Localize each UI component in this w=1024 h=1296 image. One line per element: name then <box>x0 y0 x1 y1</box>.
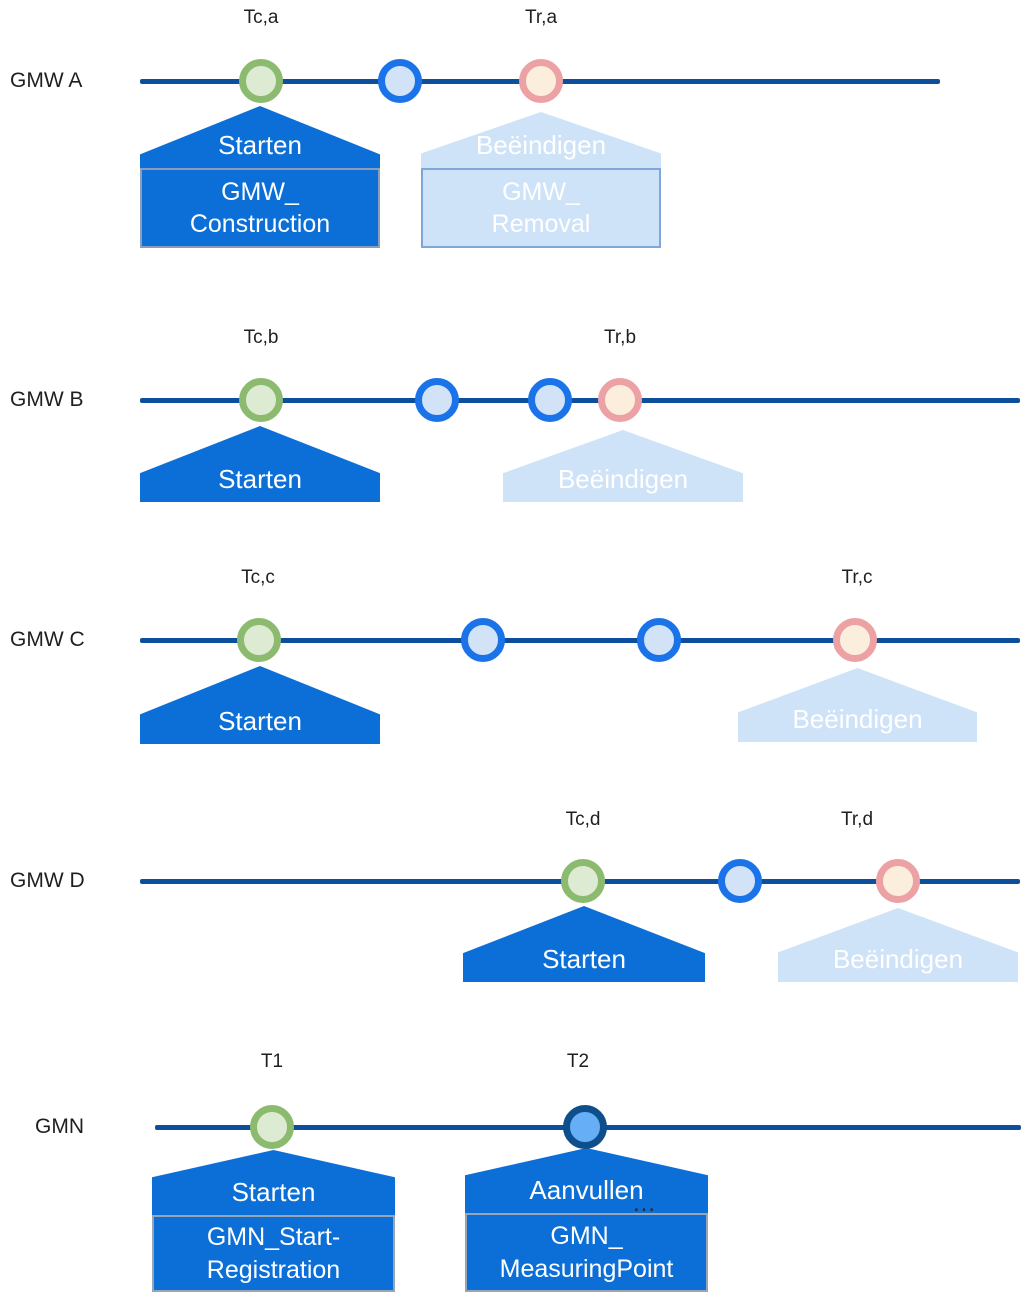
row-label: GMW B <box>10 388 84 411</box>
row-label: GMW D <box>10 869 85 892</box>
callout-label: Aanvullen <box>529 1175 644 1205</box>
callout-label: Starten <box>231 1177 316 1207</box>
construction-event-circle <box>239 378 283 422</box>
event-event-circle <box>528 378 572 422</box>
document-box-line: Registration <box>206 1255 341 1284</box>
document-box-line: Construction <box>189 210 331 238</box>
row-label: GMW A <box>10 69 83 92</box>
callout-label: Beëindigen <box>832 944 964 974</box>
construction-event-circle <box>237 618 281 662</box>
event-event-circle <box>415 378 459 422</box>
document-box: GMW_ Removal <box>421 168 661 248</box>
action-callout: Beëindigen <box>421 112 661 168</box>
row-label: GMN <box>35 1115 84 1138</box>
callout-label: Starten <box>218 130 302 160</box>
action-callout: Starten <box>140 426 380 502</box>
document-box-line: GMW_ <box>502 177 580 206</box>
action-callout: Beëindigen <box>503 430 743 502</box>
action-callout: Starten <box>463 906 705 982</box>
timeline-line <box>140 638 1020 643</box>
time-label: Tc,d <box>565 809 601 830</box>
removal-event-circle <box>833 618 877 662</box>
action-callout: Aanvullen <box>465 1148 708 1213</box>
document-box-line: GMN_ <box>550 1222 623 1250</box>
event-event-circle <box>378 59 422 103</box>
callout-label: Beëindigen <box>557 464 689 494</box>
time-label: Tr,c <box>841 567 873 588</box>
construction-event-circle <box>250 1105 294 1149</box>
action-callout: Starten <box>140 106 380 168</box>
callout-label: Beëindigen <box>475 130 607 160</box>
event-event-circle <box>461 618 505 662</box>
removal-event-circle <box>876 859 920 903</box>
document-box: GMN_Start- Registration <box>152 1215 395 1292</box>
measuringpoint-event-circle <box>563 1105 607 1149</box>
time-label: Tr,a <box>524 7 558 28</box>
document-box-line: Removal <box>491 210 591 238</box>
callout-label: Starten <box>218 464 302 494</box>
time-label: T1 <box>260 1051 284 1072</box>
time-label: Tc,a <box>243 7 279 28</box>
action-callout: Starten <box>152 1150 395 1215</box>
action-callout: Starten <box>140 666 380 744</box>
action-callout: Beëindigen <box>778 908 1018 982</box>
time-label: Tr,b <box>603 327 637 348</box>
document-box: GMN_ MeasuringPoint <box>465 1213 708 1292</box>
ellipsis-dots: … <box>632 1190 658 1217</box>
construction-event-circle <box>239 59 283 103</box>
action-callout: Beëindigen <box>738 668 977 742</box>
construction-event-circle <box>561 859 605 903</box>
event-event-circle <box>718 859 762 903</box>
time-label: Tr,d <box>840 809 874 830</box>
document-box-line: GMW_ <box>221 177 299 206</box>
row-label: GMW C <box>10 628 85 651</box>
time-label: Tc,b <box>243 327 279 348</box>
callout-label: Beëindigen <box>792 704 923 734</box>
callout-label: Starten <box>218 706 302 736</box>
timeline-line <box>140 398 1020 403</box>
callout-label: Starten <box>542 944 626 974</box>
removal-event-circle <box>519 59 563 103</box>
document-box-line: MeasuringPoint <box>499 1254 674 1283</box>
event-event-circle <box>637 618 681 662</box>
time-label: Tc,c <box>241 567 275 588</box>
removal-event-circle <box>598 378 642 422</box>
document-box: GMW_ Construction <box>140 168 380 248</box>
time-label: T2 <box>566 1051 590 1072</box>
document-box-line: GMN_Start- <box>206 1223 341 1251</box>
